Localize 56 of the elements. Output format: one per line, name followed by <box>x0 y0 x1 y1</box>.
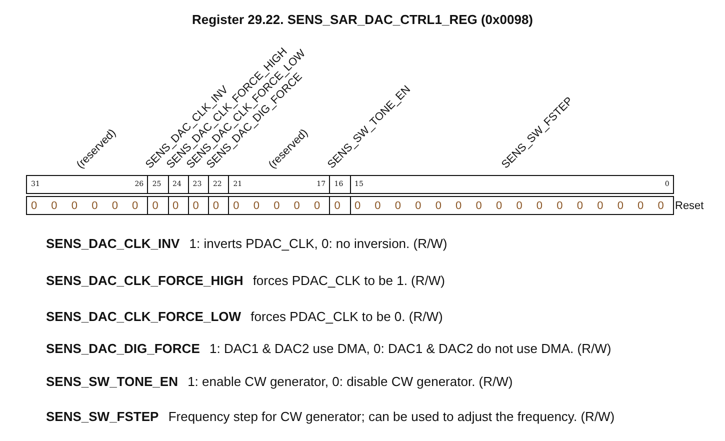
reset-value: 0 <box>434 200 442 212</box>
bit-field-cell <box>168 175 190 194</box>
reset-value-cell <box>147 196 169 215</box>
reset-value: 0 <box>272 200 281 212</box>
bit-field-cell <box>147 175 169 194</box>
reset-value: 0 <box>232 200 240 212</box>
reset-value-cell <box>168 196 190 215</box>
bit-field-cell <box>350 175 674 194</box>
reset-label: Reset <box>675 200 704 212</box>
reset-value-cell <box>208 196 230 215</box>
reset-value: 0 <box>556 200 564 212</box>
reset-value: 0 <box>656 200 665 212</box>
bit-field-cell <box>26 175 149 194</box>
reset-value: 0 <box>636 200 645 212</box>
reset-value: 0 <box>70 200 78 212</box>
reset-value: 0 <box>576 200 584 212</box>
bit-field-cell <box>208 175 230 194</box>
reset-value: 0 <box>616 200 624 212</box>
reset-value-cell <box>350 196 674 215</box>
register-title: Register 29.22. SENS_SAR_DAC_CTRL1_REG (0x0098) <box>190 12 534 27</box>
reset-value: 0 <box>454 200 463 212</box>
reset-value: 0 <box>110 200 119 212</box>
reset-value: 0 <box>374 200 382 212</box>
bit-field-cell <box>228 175 331 194</box>
bit-field-cell <box>188 175 210 194</box>
field-description: SENS_DAC_CLK_INV 1: inverts PDAC_CLK, 0: no inversion. (R/W) <box>46 236 448 252</box>
reset-value: 0 <box>171 200 180 212</box>
reset-value: 0 <box>90 200 99 212</box>
field-description: SENS_DAC_CLK_FORCE_HIGH forces PDAC_CLK to be 1. (R/W) <box>46 273 445 289</box>
reset-value: 0 <box>353 200 362 212</box>
reset-value: 0 <box>596 200 604 212</box>
reset-value: 0 <box>313 200 322 212</box>
reset-value: 0 <box>50 200 58 212</box>
reset-value: 0 <box>494 200 504 212</box>
reset-value: 0 <box>515 200 524 212</box>
reset-value: 0 <box>394 200 402 212</box>
reset-value: 0 <box>474 200 483 212</box>
reset-value-cell <box>329 196 351 215</box>
reset-value: 0 <box>131 200 140 212</box>
reset-value: 0 <box>151 200 160 212</box>
field-description: SENS_DAC_CLK_FORCE_LOW forces PDAC_CLK to be 0. (R/W) <box>46 309 443 325</box>
reset-value-cell <box>26 196 149 215</box>
reset-value-cell <box>188 196 210 215</box>
reset-value: 0 <box>535 200 544 212</box>
reset-value: 0 <box>212 200 220 212</box>
reset-value-cell <box>228 196 331 215</box>
reset-value: 0 <box>252 200 260 212</box>
reset-value: 0 <box>192 200 200 212</box>
reset-value: 0 <box>333 200 342 212</box>
reset-value: 0 <box>30 200 38 212</box>
field-description: SENS_SW_TONE_EN 1: enable CW generator, 0: disable CW generator. (R/W) <box>46 374 513 390</box>
field-description: SENS_DAC_DIG_FORCE 1: DAC1 & DAC2 use DMA, 0: DAC1 & DAC2 do not use DMA. (R/W) <box>46 341 612 357</box>
bit-field-cell <box>329 175 351 194</box>
field-description: SENS_SW_FSTEP Frequency step for CW generator; can be used to adjust the frequency. (R/W) <box>46 409 615 425</box>
reset-value: 0 <box>414 200 422 212</box>
reset-value: 0 <box>292 200 301 212</box>
